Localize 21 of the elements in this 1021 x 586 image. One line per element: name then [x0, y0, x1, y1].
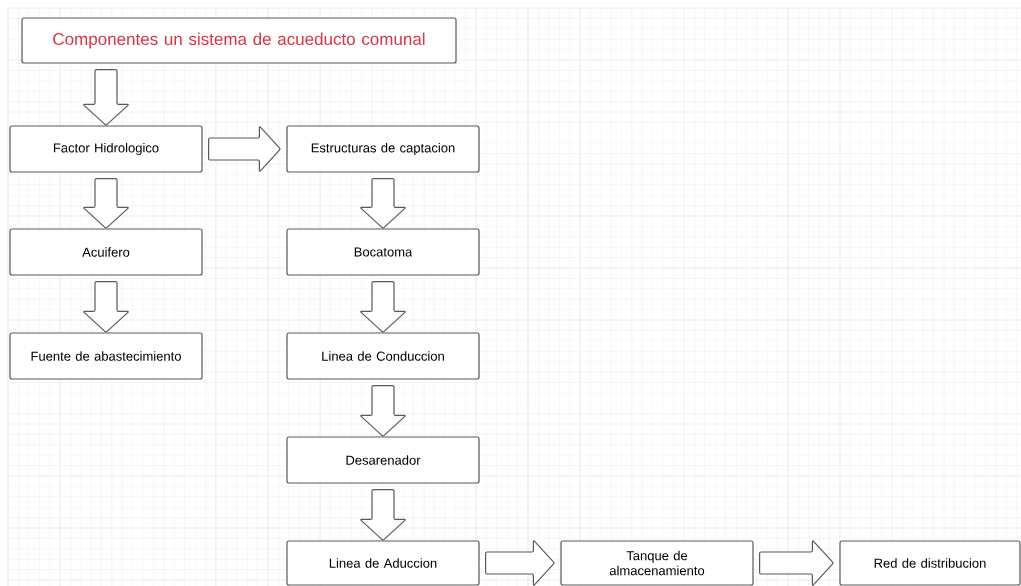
process-box: Linea de Aduccion: [286, 540, 480, 586]
process-box: Bocatoma: [286, 228, 480, 276]
block-arrow: [360, 281, 406, 333]
process-box: Acuifero: [9, 228, 203, 276]
process-box: Tanque de almacenamiento: [560, 540, 754, 586]
process-box: Fuente de abastecimiento: [9, 332, 203, 380]
process-box: Red de distribucion: [839, 540, 1021, 586]
block-arrow: [83, 178, 129, 229]
block-arrow: [208, 126, 281, 172]
block-arrow: [759, 540, 834, 586]
process-box: Factor Hidrologico: [9, 125, 203, 173]
title-box: Componentes un sistema de acueducto comunal: [21, 17, 457, 64]
block-arrow: [360, 385, 406, 437]
block-arrow: [360, 489, 406, 541]
process-box: Desarenador: [286, 436, 480, 484]
block-arrow: [360, 178, 406, 229]
block-arrow: [83, 69, 129, 126]
process-box: Estructuras de captacion: [286, 125, 480, 173]
process-box: Linea de Conduccion: [286, 332, 480, 380]
block-arrow: [485, 540, 555, 586]
block-arrow: [83, 281, 129, 333]
